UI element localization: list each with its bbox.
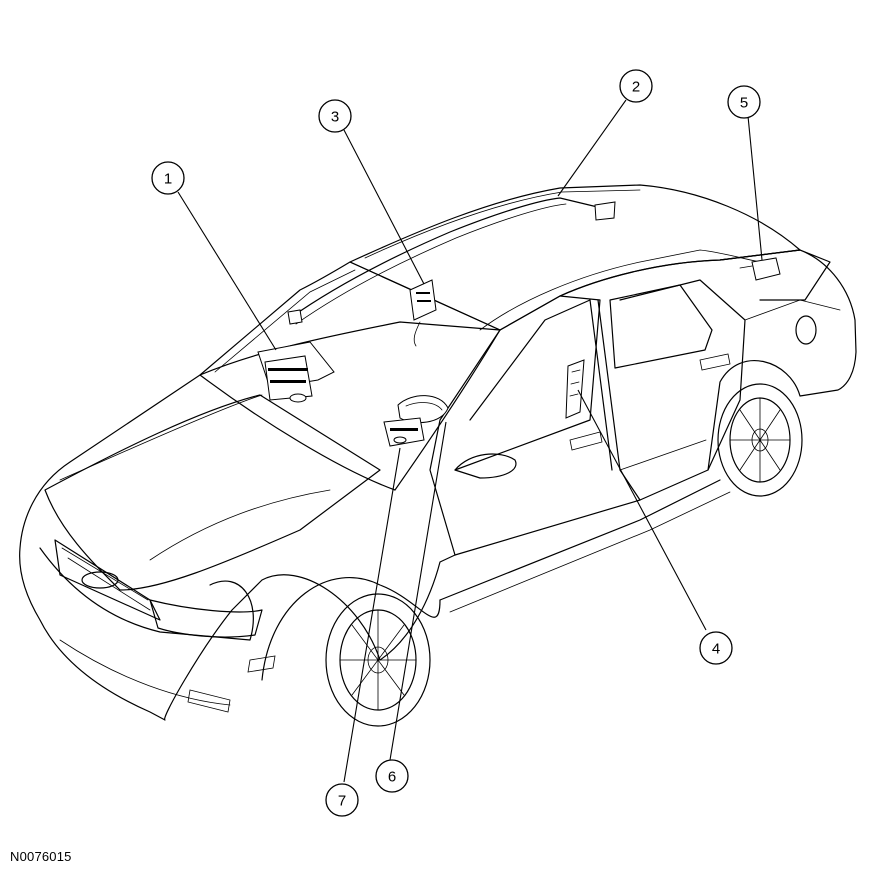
leader-line-6	[389, 421, 447, 761]
leader-line-5	[747, 115, 763, 261]
callout-label-1: 1	[164, 171, 172, 188]
callout-5: 5	[727, 85, 761, 119]
leader-lines	[177, 99, 763, 783]
passenger-airbag	[257, 341, 335, 403]
seat-side-airbag	[565, 359, 585, 419]
callout-label-4: 4	[712, 641, 720, 658]
callout-6: 6	[375, 759, 409, 793]
rear-sensor	[739, 257, 781, 281]
leader-line-4	[577, 389, 707, 631]
callout-label-2: 2	[632, 79, 640, 96]
leader-line-3	[343, 129, 425, 285]
clockspring	[383, 417, 425, 447]
callout-3: 3	[318, 99, 352, 133]
callout-label-5: 5	[740, 95, 748, 112]
callout-label-7: 7	[338, 793, 346, 810]
leader-line-1	[177, 191, 277, 351]
car-outline	[19, 184, 857, 727]
side-curtain-airbag	[287, 197, 761, 331]
leader-line-7	[343, 447, 401, 783]
callout-label-6: 6	[388, 769, 396, 786]
callout-7: 7	[325, 783, 359, 817]
callout-2: 2	[619, 69, 653, 103]
restraints-module	[409, 279, 437, 347]
leader-line-2	[557, 99, 627, 197]
figure-id: N0076015	[10, 849, 72, 864]
callout-4: 4	[699, 631, 733, 665]
callout-label-3: 3	[331, 109, 339, 126]
callout-1: 1	[151, 161, 185, 195]
